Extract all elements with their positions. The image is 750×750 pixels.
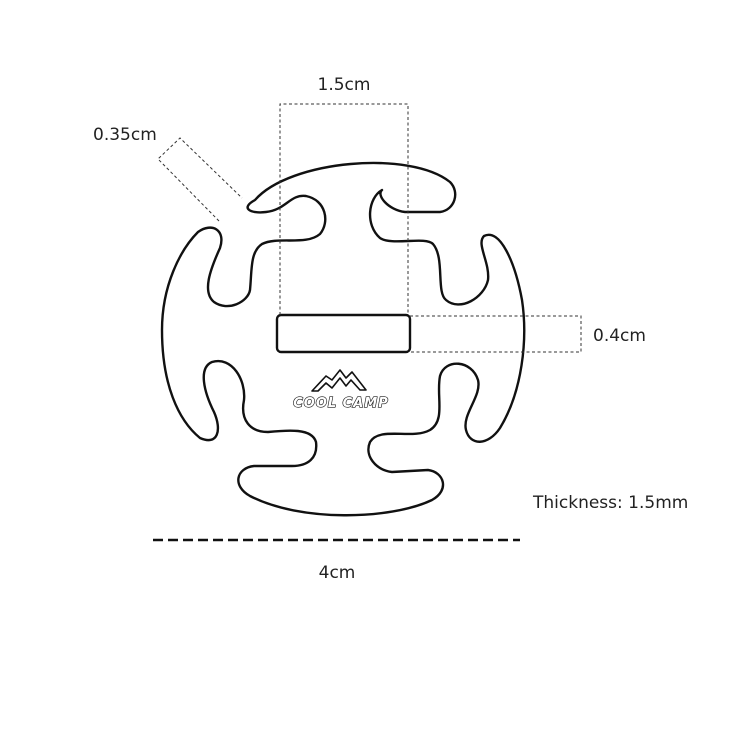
diameter-label: 4cm xyxy=(319,563,356,583)
thickness-label: Thickness: 1.5mm xyxy=(532,493,688,513)
slot-height-extension-lines xyxy=(410,315,582,353)
cool-camp-logo: COOL CAMP xyxy=(293,369,389,412)
brand-logo-text: COOL CAMP xyxy=(293,396,389,411)
notch-width-label: 0.35cm xyxy=(93,125,157,145)
slot-width-extension-lines xyxy=(279,103,409,315)
mountain-logo-icon xyxy=(311,369,367,392)
notch-width-leader-lines xyxy=(157,137,243,222)
center-slot xyxy=(275,313,412,354)
slot-width-label: 1.5cm xyxy=(318,75,371,95)
slot-height-label: 0.4cm xyxy=(593,326,646,346)
